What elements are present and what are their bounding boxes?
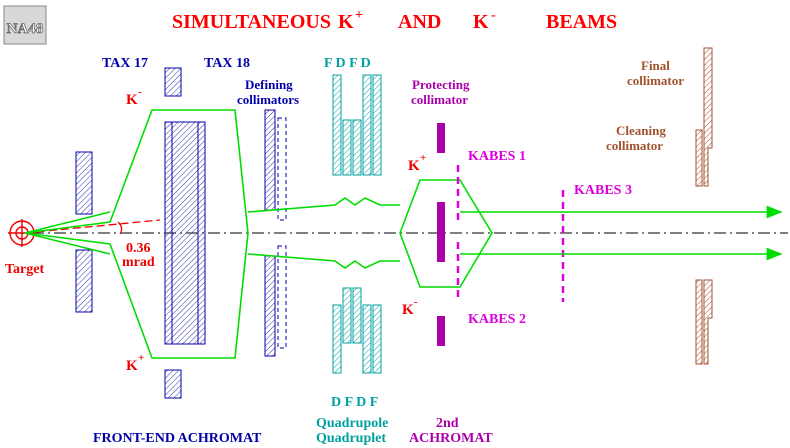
logo-text: NA48 <box>7 21 44 37</box>
kabes2-label: KABES 2 <box>468 312 526 327</box>
title-and: AND <box>398 11 441 33</box>
svg-text:-: - <box>414 296 418 308</box>
beam-ray-upper <box>24 211 111 234</box>
k-minus-label-upper: K - <box>126 86 142 108</box>
protecting-magnet-bottom <box>437 316 445 346</box>
kabes1-label: KABES 1 <box>468 149 526 164</box>
svg-text:K: K <box>126 358 138 374</box>
beam-ray-lower <box>24 232 111 255</box>
svg-text:-: - <box>138 86 142 98</box>
tax18-lower-block <box>164 369 182 399</box>
defining-collimator-lower <box>264 255 276 357</box>
svg-text:+: + <box>420 152 426 164</box>
k-plus-label-lower: K + <box>126 352 144 374</box>
final-label-2: collimator <box>627 73 684 88</box>
kabes3-label: KABES 3 <box>574 183 632 198</box>
beam-envelope-second-achromat <box>399 179 493 288</box>
dipole-lower-left <box>75 249 93 313</box>
tax17-upper-block <box>164 67 182 97</box>
second-label: 2nd <box>436 416 459 431</box>
fdfd-label: F D F D <box>324 56 371 71</box>
final-label-1: Final <box>641 58 670 73</box>
svg-text:K: K <box>126 92 138 108</box>
protecting-magnet-top <box>437 123 445 153</box>
quadrupole-label: Quadrupole <box>316 416 388 431</box>
title-simultaneous: SIMULTANEOUS <box>172 11 331 33</box>
title-k-plus: K <box>338 11 354 33</box>
dipole-upper-left <box>75 151 93 215</box>
k-plus-label-second: K + <box>408 152 426 174</box>
target-label: Target <box>5 262 44 277</box>
protecting-collimator <box>437 202 445 262</box>
na48-logo: NA48 <box>3 5 47 45</box>
k-minus-label-second: K - <box>402 296 418 318</box>
title-beams: BEAMS <box>546 11 617 33</box>
front-end-achromat-label: FRONT-END ACHROMAT <box>93 431 262 446</box>
angle-arc <box>117 221 123 235</box>
beam-envelope-front-end <box>24 109 249 359</box>
target-icon <box>8 219 36 247</box>
final-collimator-upper <box>695 47 713 187</box>
achromat-label: ACHROMAT <box>409 431 493 446</box>
defining-collimator-lower-dashed <box>277 245 287 349</box>
defining-label-1: Defining <box>245 77 293 92</box>
tax-main-block <box>164 121 206 345</box>
tax-main-inner <box>171 121 199 345</box>
page-title: SIMULTANEOUS K + AND K - BEAMS <box>172 8 617 33</box>
svg-text:+: + <box>138 352 144 364</box>
cleaning-label-2: collimator <box>606 138 663 153</box>
tax17-label: TAX 17 <box>102 56 148 71</box>
protecting-label-2: collimator <box>411 92 468 107</box>
cleaning-label-1: Cleaning <box>616 123 666 138</box>
beam-middle-upper <box>247 197 400 213</box>
svg-text:K: K <box>402 302 414 318</box>
quadruplet-upper <box>332 74 382 176</box>
angle-value: 0.36 <box>126 241 151 256</box>
tax18-label: TAX 18 <box>204 56 250 71</box>
title-k-minus: K <box>473 11 489 33</box>
quadruplet-lower <box>332 287 382 374</box>
angle-unit: mrad <box>122 255 155 270</box>
quadruplet-label: Quadruplet <box>316 431 386 446</box>
defining-collimator-upper-dashed <box>277 117 287 221</box>
defining-label-2: collimators <box>237 92 299 107</box>
svg-text:K: K <box>408 158 420 174</box>
title-sup-minus: - <box>491 8 496 23</box>
final-collimator-lower <box>695 279 713 365</box>
title-sup-plus: + <box>355 8 363 23</box>
angle-line <box>24 219 161 234</box>
protecting-label-1: Protecting <box>412 77 470 92</box>
dfdf-label: D F D F <box>331 395 378 410</box>
defining-collimator-upper <box>264 109 276 211</box>
beam-middle-lower <box>247 253 400 269</box>
